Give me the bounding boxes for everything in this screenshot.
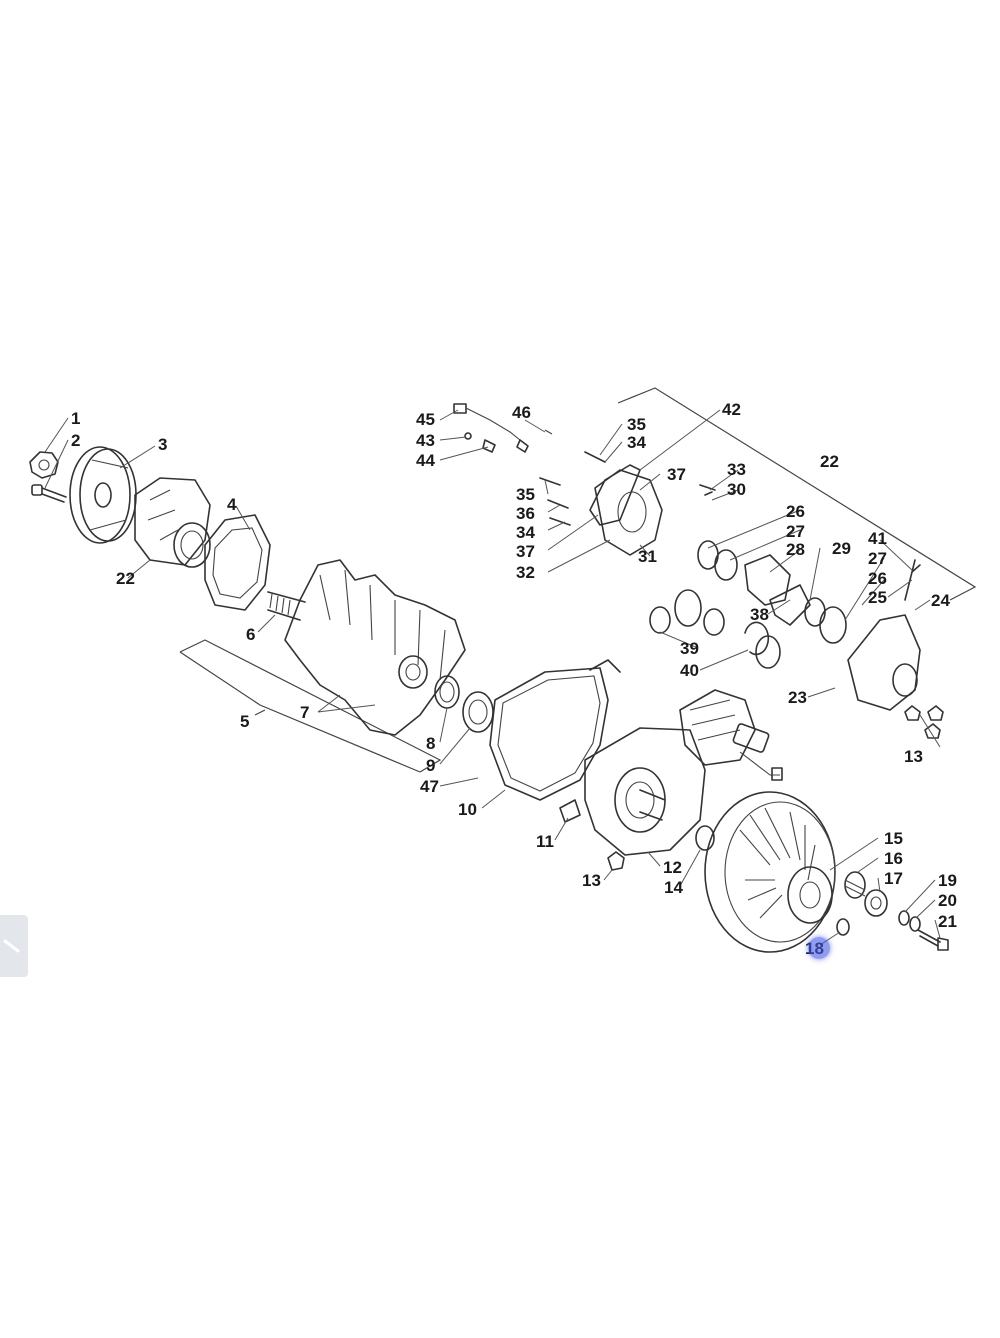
- secondary-bolt-part: [917, 929, 949, 951]
- small-o-ring-part: [836, 918, 850, 936]
- callout-34-left: 34: [516, 523, 535, 542]
- callout-21: 21: [938, 912, 957, 931]
- caliper-nuts-part: [904, 705, 944, 739]
- gearcase-housing-part: [584, 727, 706, 856]
- reverse-motor-part: [679, 689, 783, 781]
- callout-6: 6: [246, 625, 255, 644]
- lower-nut-part: [607, 851, 625, 871]
- bearing-part: [462, 691, 494, 733]
- brake-bolts-part: [539, 451, 606, 526]
- callout-22-right: 22: [820, 452, 839, 471]
- callout-31: 31: [638, 547, 657, 566]
- callout-41: 41: [868, 529, 887, 548]
- callout-44: 44: [416, 451, 435, 470]
- dowel-part: [559, 799, 581, 823]
- callout-30: 30: [727, 480, 746, 499]
- brake-pad-part: [744, 554, 811, 626]
- callout-29: 29: [832, 539, 851, 558]
- callout-45: 45: [416, 410, 435, 429]
- callout-32: 32: [516, 563, 535, 582]
- sensor-wire-part: [453, 403, 553, 453]
- o-ring-part: [695, 825, 715, 851]
- callout-17: 17: [884, 869, 903, 888]
- brake-caliper-outer-part: [804, 559, 921, 711]
- callout-5: 5: [240, 712, 249, 731]
- callout-1: 1: [71, 409, 80, 428]
- callout-20: 20: [938, 891, 957, 910]
- callout-26-left: 26: [786, 502, 805, 521]
- callout-35-top: 35: [627, 415, 646, 434]
- callout-33: 33: [727, 460, 746, 479]
- spring-part: [844, 871, 866, 899]
- callout-22-left: 22: [116, 569, 135, 588]
- callout-28: 28: [786, 540, 805, 559]
- callout-12: 12: [663, 858, 682, 877]
- leader-lines: [44, 409, 941, 946]
- callout-37-top: 37: [667, 465, 686, 484]
- callout-10: 10: [458, 800, 477, 819]
- callout-47: 47: [420, 777, 439, 796]
- brake-piston-part: [697, 484, 738, 581]
- seal-ring-part: [434, 675, 460, 709]
- callout-38: 38: [750, 605, 769, 624]
- callout-25: 25: [868, 588, 887, 607]
- callout-27-left: 27: [786, 522, 805, 541]
- callout-15: 15: [884, 829, 903, 848]
- callout-40: 40: [680, 661, 699, 680]
- assembly-bracket-22: [617, 387, 977, 601]
- callout-11: 11: [536, 832, 554, 851]
- callout-24: 24: [931, 591, 950, 610]
- callout-4: 4: [227, 495, 237, 514]
- chevron-left-icon: [3, 939, 20, 953]
- moveable-sheave-part: [134, 477, 211, 568]
- callout-43: 43: [416, 431, 435, 450]
- callout-46: 46: [512, 403, 531, 422]
- crank-shaft-part: [267, 591, 306, 621]
- washer-part: [898, 910, 921, 932]
- primary-bolt-part: [31, 484, 67, 503]
- callout-2: 2: [71, 431, 80, 450]
- callout-7: 7: [300, 703, 309, 722]
- callout-35-left: 35: [516, 485, 535, 504]
- brake-seal-parts: [649, 589, 781, 669]
- secondary-sheave-part: [704, 791, 836, 953]
- callout-8: 8: [426, 734, 435, 753]
- callout-37-left: 37: [516, 542, 535, 561]
- callout-34-top: 34: [627, 433, 646, 452]
- side-panel-tab[interactable]: [0, 915, 28, 977]
- callout-14: 14: [664, 878, 683, 897]
- callout-39: 39: [680, 639, 699, 658]
- spider-gasket-part: [204, 514, 271, 611]
- callout-13-upper: 13: [904, 747, 923, 766]
- cam-part: [864, 889, 888, 917]
- primary-nut-part: [29, 451, 59, 479]
- callout-13-lower: 13: [582, 871, 601, 890]
- fixed-sheave-part: [69, 446, 137, 544]
- callout-16: 16: [884, 849, 903, 868]
- assembly-bracket-5: [179, 639, 442, 773]
- highlight-marker[interactable]: [808, 937, 830, 959]
- callout-36: 36: [516, 504, 535, 523]
- callout-3: 3: [158, 435, 167, 454]
- callout-27-right: 27: [868, 549, 887, 568]
- callout-9: 9: [426, 756, 435, 775]
- callout-26-right: 26: [868, 569, 887, 588]
- callout-19: 19: [938, 871, 957, 890]
- cover-gasket-part: [489, 659, 621, 801]
- callout-42: 42: [722, 400, 741, 419]
- fan-part: [284, 559, 466, 736]
- callout-23: 23: [788, 688, 807, 707]
